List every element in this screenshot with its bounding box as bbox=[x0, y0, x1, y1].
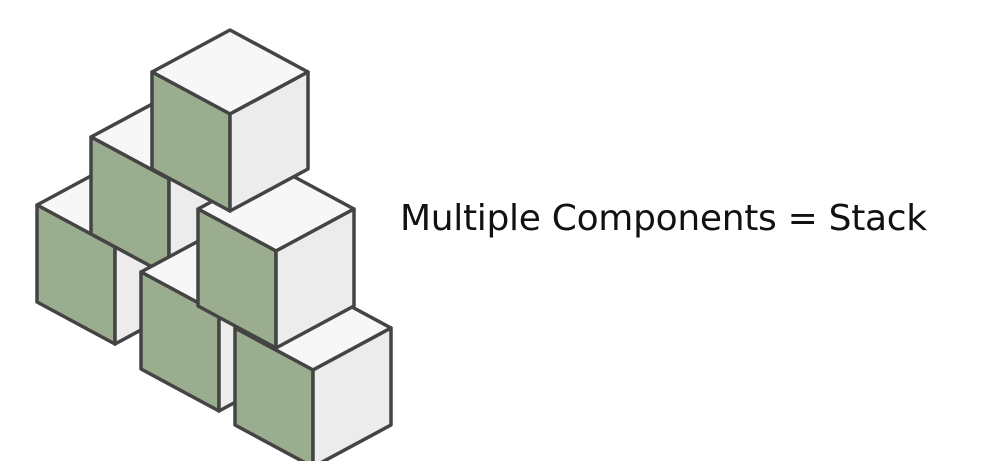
cube-top bbox=[150, 28, 310, 213]
cube-side-face bbox=[274, 207, 356, 350]
cube-side-face bbox=[311, 326, 393, 461]
cube-front-face bbox=[233, 326, 315, 461]
cube-side-face bbox=[228, 70, 310, 213]
stack-caption: Multiple Components = Stack bbox=[400, 198, 927, 239]
